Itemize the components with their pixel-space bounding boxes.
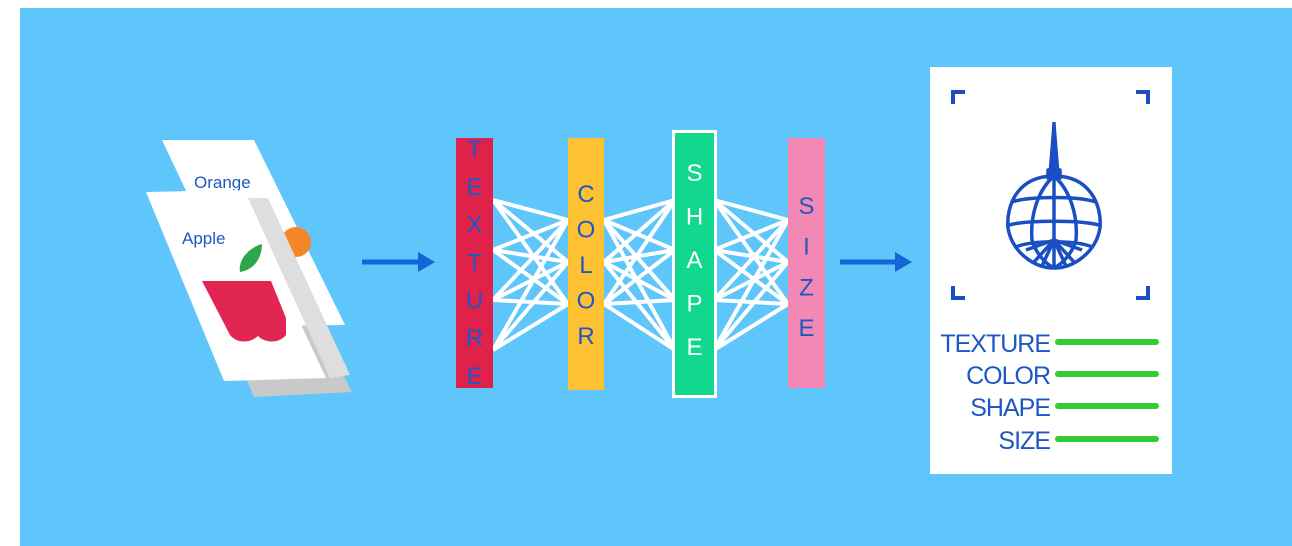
connection-line: [602, 219, 677, 351]
connection-line: [712, 198, 790, 306]
connection-line: [712, 248, 790, 306]
card-orange-label: Orange: [194, 173, 251, 192]
layer-bar-size: [788, 138, 825, 388]
layer-letter: T: [467, 136, 482, 163]
feature-label: SHAPE: [970, 394, 1050, 422]
connection-line: [491, 198, 570, 264]
connection-line: [491, 260, 570, 352]
layer-letter: U: [466, 287, 483, 314]
ornament-icon: [1006, 122, 1102, 270]
arrow-right-icon: [840, 252, 912, 272]
card-apple-label: Apple: [182, 229, 225, 248]
feature-label: COLOR: [966, 362, 1050, 390]
connection-line: [712, 218, 790, 302]
connection-line: [603, 260, 676, 302]
feature-label: TEXTURE: [940, 330, 1050, 358]
connection-line: [602, 248, 677, 306]
card-stack-side: [248, 198, 350, 378]
connection-line: [492, 218, 569, 252]
connection-line: [712, 219, 790, 351]
layer-letter: L: [579, 252, 592, 279]
result-card-bg: [930, 67, 1172, 474]
connection-line: [603, 298, 676, 306]
connection-line: [603, 198, 676, 222]
connection-line: [492, 248, 569, 264]
connection-line: [491, 302, 570, 352]
connection-line: [491, 198, 570, 306]
connection-line: [491, 248, 570, 306]
connection-line: [492, 298, 569, 306]
connection-line: [712, 302, 790, 352]
layer-letter: E: [466, 363, 482, 390]
connection-line: [491, 219, 570, 351]
layer-letter: E: [798, 315, 814, 342]
layer-connections: [491, 198, 790, 352]
feature-label: SIZE: [998, 427, 1050, 455]
layer-letter: H: [686, 204, 703, 231]
layer-letter: E: [686, 334, 702, 361]
feature-list: TEXTURE COLOR SHAPE SIZE: [940, 330, 1159, 455]
connection-line: [492, 198, 569, 222]
layer-letter: A: [686, 247, 702, 274]
layer-letter: T: [467, 250, 482, 277]
connection-line: [603, 248, 676, 264]
connection-line: [603, 218, 676, 252]
input-cards: Orange Apple: [146, 140, 352, 397]
layer-letter: X: [466, 212, 482, 239]
layer-letter: P: [686, 291, 702, 318]
layer-bar-color: [568, 138, 604, 390]
connection-line: [602, 198, 677, 264]
layer-letter: E: [466, 174, 482, 201]
connection-line: [602, 218, 677, 302]
layer-letter: Z: [799, 274, 814, 301]
connection-line: [713, 198, 789, 222]
scan-frame-icon: [951, 90, 1150, 300]
apple-icon: [202, 244, 286, 342]
connection-line: [491, 218, 570, 302]
connection-line: [713, 248, 789, 264]
connection-line: [602, 198, 677, 306]
layer-bar-texture: [456, 138, 493, 388]
layer-letter: O: [577, 288, 596, 315]
layer-letter: S: [798, 193, 814, 220]
connection-line: [602, 302, 677, 352]
connection-line: [712, 198, 790, 264]
layer-letter: S: [686, 160, 702, 187]
connection-line: [602, 260, 677, 352]
connection-line: [713, 218, 789, 252]
layer-letter: R: [466, 325, 483, 352]
layer-letter: O: [577, 217, 596, 244]
layer-letter: I: [803, 234, 810, 261]
layer-bar-shape: [675, 133, 714, 395]
connection-line: [713, 298, 789, 306]
layer-letter: C: [577, 181, 594, 208]
connection-line: [712, 260, 790, 352]
arrow-right-icon: [362, 252, 435, 272]
result-card: TEXTURE COLOR SHAPE SIZE: [930, 67, 1172, 474]
layer-letter: R: [577, 323, 594, 350]
